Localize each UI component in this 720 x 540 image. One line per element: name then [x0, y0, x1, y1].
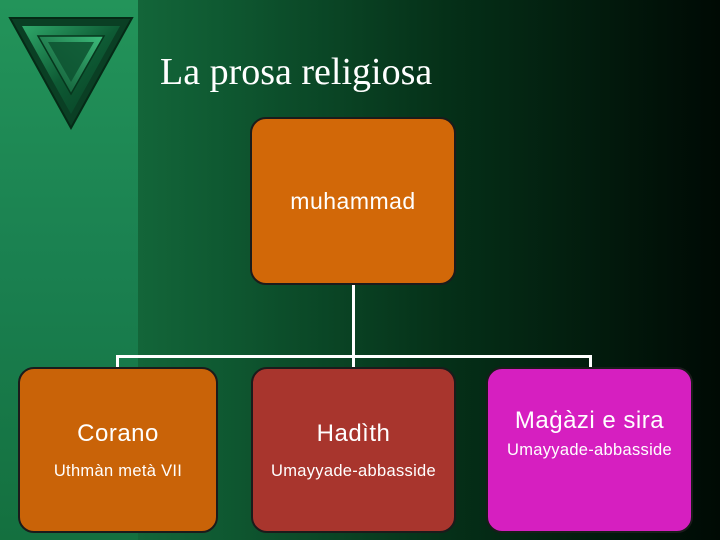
child-node-subtitle: Umayyade-abbasside — [507, 441, 672, 459]
child-node-title: Maġàzi e sira — [514, 407, 665, 434]
child-node-corano: Corano Uthmàn metà VII — [18, 367, 218, 533]
connector-drop-2 — [352, 355, 355, 368]
child-node-magazi-e-sira: Maġàzi e sira Umayyade-abbasside — [486, 367, 693, 533]
connector-root-stem — [352, 285, 355, 357]
child-node-title: Hadìth — [316, 419, 391, 447]
connector-drop-3 — [589, 355, 592, 368]
root-node-label: muhammad — [290, 187, 416, 214]
connector-drop-1 — [116, 355, 119, 368]
child-node-subtitle: Umayyade-abbasside — [271, 461, 436, 480]
slide-title: La prosa religiosa — [160, 51, 433, 93]
child-node-hadith: Hadìth Umayyade-abbasside — [251, 367, 456, 533]
child-node-subtitle: Uthmàn metà VII — [53, 461, 183, 480]
inverted-triangle-logo-icon — [8, 17, 134, 131]
child-node-title: Corano — [77, 419, 159, 447]
root-node-muhammad: muhammad — [250, 117, 456, 285]
